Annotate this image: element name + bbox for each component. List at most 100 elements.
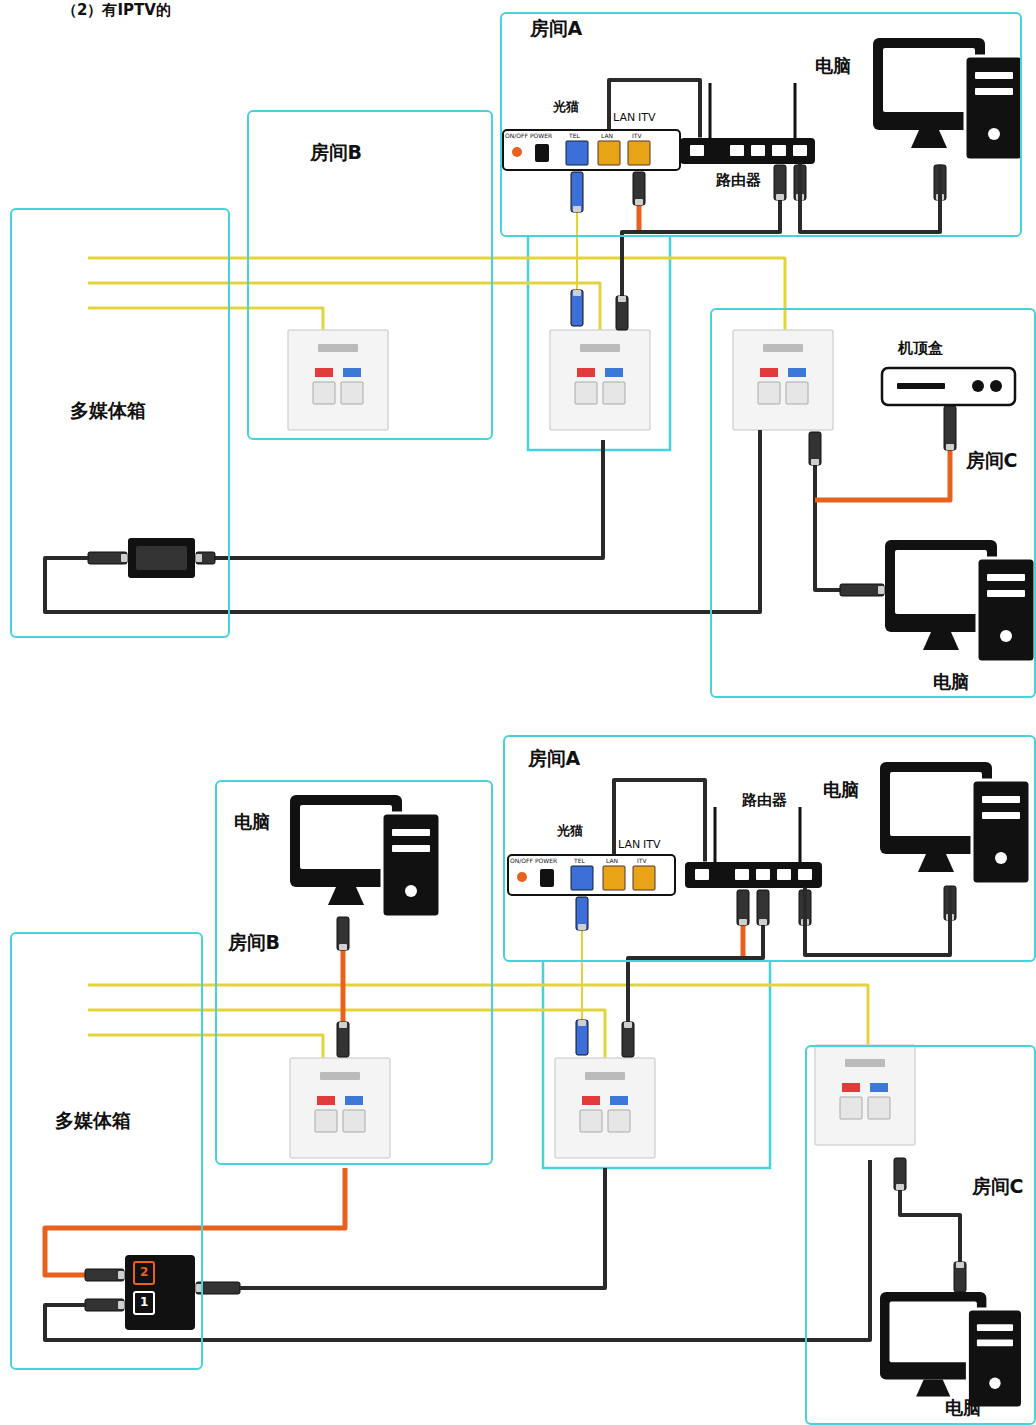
network-cable — [609, 80, 700, 138]
port-label: ITV — [643, 839, 661, 852]
plug-tip — [896, 1184, 904, 1190]
room-outline — [543, 962, 770, 1168]
plate-blue — [610, 1096, 628, 1105]
plug-tip — [776, 194, 784, 200]
room-region: 房间B — [247, 110, 493, 440]
port-label: LAN — [613, 112, 635, 125]
stb-button — [990, 380, 1002, 392]
router-port — [756, 869, 770, 880]
cable — [628, 925, 763, 1022]
router-port — [730, 145, 744, 156]
rj45-plug — [85, 1299, 124, 1311]
computer: 电脑 — [878, 1262, 1030, 1422]
pc-button — [989, 1378, 1000, 1389]
plug-tip — [618, 296, 626, 302]
plate-jack — [608, 1110, 630, 1132]
plate-blue — [345, 1096, 363, 1105]
port-badge — [134, 1292, 154, 1314]
plate-jack — [786, 382, 808, 404]
port-label: LAN — [606, 858, 618, 865]
port-number: 2 — [140, 1266, 148, 1280]
pc-screen — [890, 1302, 977, 1363]
plug-tip — [739, 919, 747, 925]
modem-body — [508, 855, 675, 895]
plate-jack — [758, 382, 780, 404]
port-label: ITV — [632, 133, 642, 140]
stb-button — [972, 380, 984, 392]
power-switch — [512, 147, 522, 157]
port-label: ON/OFF — [510, 858, 533, 865]
plate-red — [577, 368, 595, 377]
pc-bay — [982, 796, 1020, 803]
optical-modem: 光猫 — [503, 130, 680, 170]
cable — [637, 205, 642, 232]
pc-stand — [923, 632, 959, 650]
pc-tower — [977, 558, 1035, 662]
rj45-plug — [757, 890, 769, 925]
rj45-plug — [774, 165, 786, 200]
room-label: 多媒体箱 — [70, 400, 146, 422]
plate-red — [317, 1096, 335, 1105]
computer: 电脑 — [880, 535, 1032, 693]
pc-bay — [392, 845, 430, 852]
pc-tower — [967, 1309, 1022, 1408]
router-port — [695, 869, 709, 880]
plate-slot — [845, 1059, 885, 1067]
room-label: 房间A — [528, 748, 581, 770]
plug-tip — [573, 290, 581, 296]
pc-bay — [975, 88, 1013, 95]
rj45-plug — [633, 172, 645, 205]
media-box-region: 多媒体箱 — [10, 932, 203, 1370]
plate-slot — [580, 344, 620, 352]
pc-bay — [392, 829, 430, 836]
room-label: 房间B — [310, 142, 362, 164]
rj45-plug — [576, 897, 588, 930]
rj45-plug — [944, 406, 956, 450]
plate-jack — [868, 1097, 890, 1119]
network-cable — [800, 164, 940, 233]
pc-button — [405, 885, 417, 897]
modem-body — [503, 130, 680, 170]
cable — [45, 1168, 345, 1275]
antenna — [714, 807, 717, 862]
port-label: ITV — [637, 858, 647, 865]
plate-red — [842, 1083, 860, 1092]
cable — [900, 1190, 960, 1262]
plug-tip — [946, 444, 954, 450]
port-number: 1 — [140, 1296, 148, 1310]
port-label: LAN — [618, 839, 640, 852]
plug-tip — [759, 919, 767, 925]
wall-plate — [555, 1058, 655, 1158]
wall-plate — [815, 1045, 915, 1145]
plate-red — [315, 368, 333, 377]
rj45-plug — [809, 432, 821, 465]
plug-tip — [339, 944, 347, 950]
antenna — [709, 83, 712, 138]
cable — [88, 283, 600, 330]
plug-tip — [339, 1022, 347, 1028]
port-label: LAN — [601, 133, 613, 140]
pc-screen — [883, 48, 975, 112]
device-label: 电脑 — [823, 780, 859, 801]
power-jack — [540, 869, 554, 887]
set-top-box: 机顶盒 — [882, 368, 1015, 405]
plate-jack — [580, 1110, 602, 1132]
router-port — [690, 145, 704, 156]
pc-button — [988, 128, 1000, 140]
router-port — [777, 869, 791, 880]
plate-blue — [605, 368, 623, 377]
room-region: 房间C电脑 — [805, 1045, 1036, 1425]
room-label: 多媒体箱 — [55, 1110, 131, 1132]
rj45-plug — [954, 1262, 966, 1292]
pc-button — [995, 852, 1007, 864]
network-cable — [805, 887, 950, 956]
power-jack — [535, 144, 549, 162]
cable — [240, 1168, 605, 1288]
plug-tip — [118, 1271, 124, 1279]
lan-port — [603, 866, 625, 890]
rj45-plug — [337, 917, 349, 950]
cable — [45, 430, 760, 612]
device-label: 电脑 — [815, 56, 851, 77]
